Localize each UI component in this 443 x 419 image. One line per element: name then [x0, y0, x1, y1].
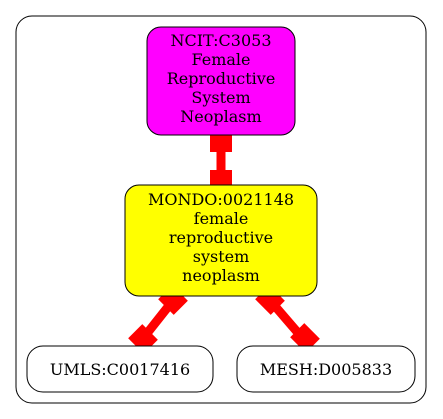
node-umls-box	[26, 345, 214, 393]
edge-ncit-mondo	[210, 132, 232, 190]
node-ncit-line-4: System	[191, 88, 250, 107]
node-ncit-line-1: NCIT:C3053	[170, 31, 271, 50]
node-mondo-line-2: female	[194, 209, 249, 228]
node-mondo-line-1: MONDO:0021148	[148, 190, 294, 209]
node-ncit-line-5: Neoplasm	[180, 107, 261, 126]
node-ncit-line-2: Female	[192, 50, 251, 69]
node-umls[interactable]: UMLS:C0017416	[26, 345, 214, 393]
node-ncit-box	[146, 26, 296, 136]
node-mesh[interactable]: MESH:D005833	[236, 345, 416, 393]
node-mondo-line-3: reproductive	[169, 228, 273, 247]
node-ncit-line-3: Reproductive	[167, 69, 276, 88]
node-mondo-line-5: neoplasm	[182, 266, 260, 285]
node-mondo-box	[124, 184, 318, 297]
node-mesh-box	[236, 345, 416, 393]
node-mondo[interactable]: MONDO:0021148 female reproductive system…	[124, 184, 318, 297]
node-umls-line-1: UMLS:C0017416	[50, 360, 190, 379]
node-ncit[interactable]: NCIT:C3053 Female Reproductive System Ne…	[146, 26, 296, 136]
node-mondo-line-4: system	[193, 247, 250, 266]
node-mesh-line-1: MESH:D005833	[260, 360, 392, 379]
